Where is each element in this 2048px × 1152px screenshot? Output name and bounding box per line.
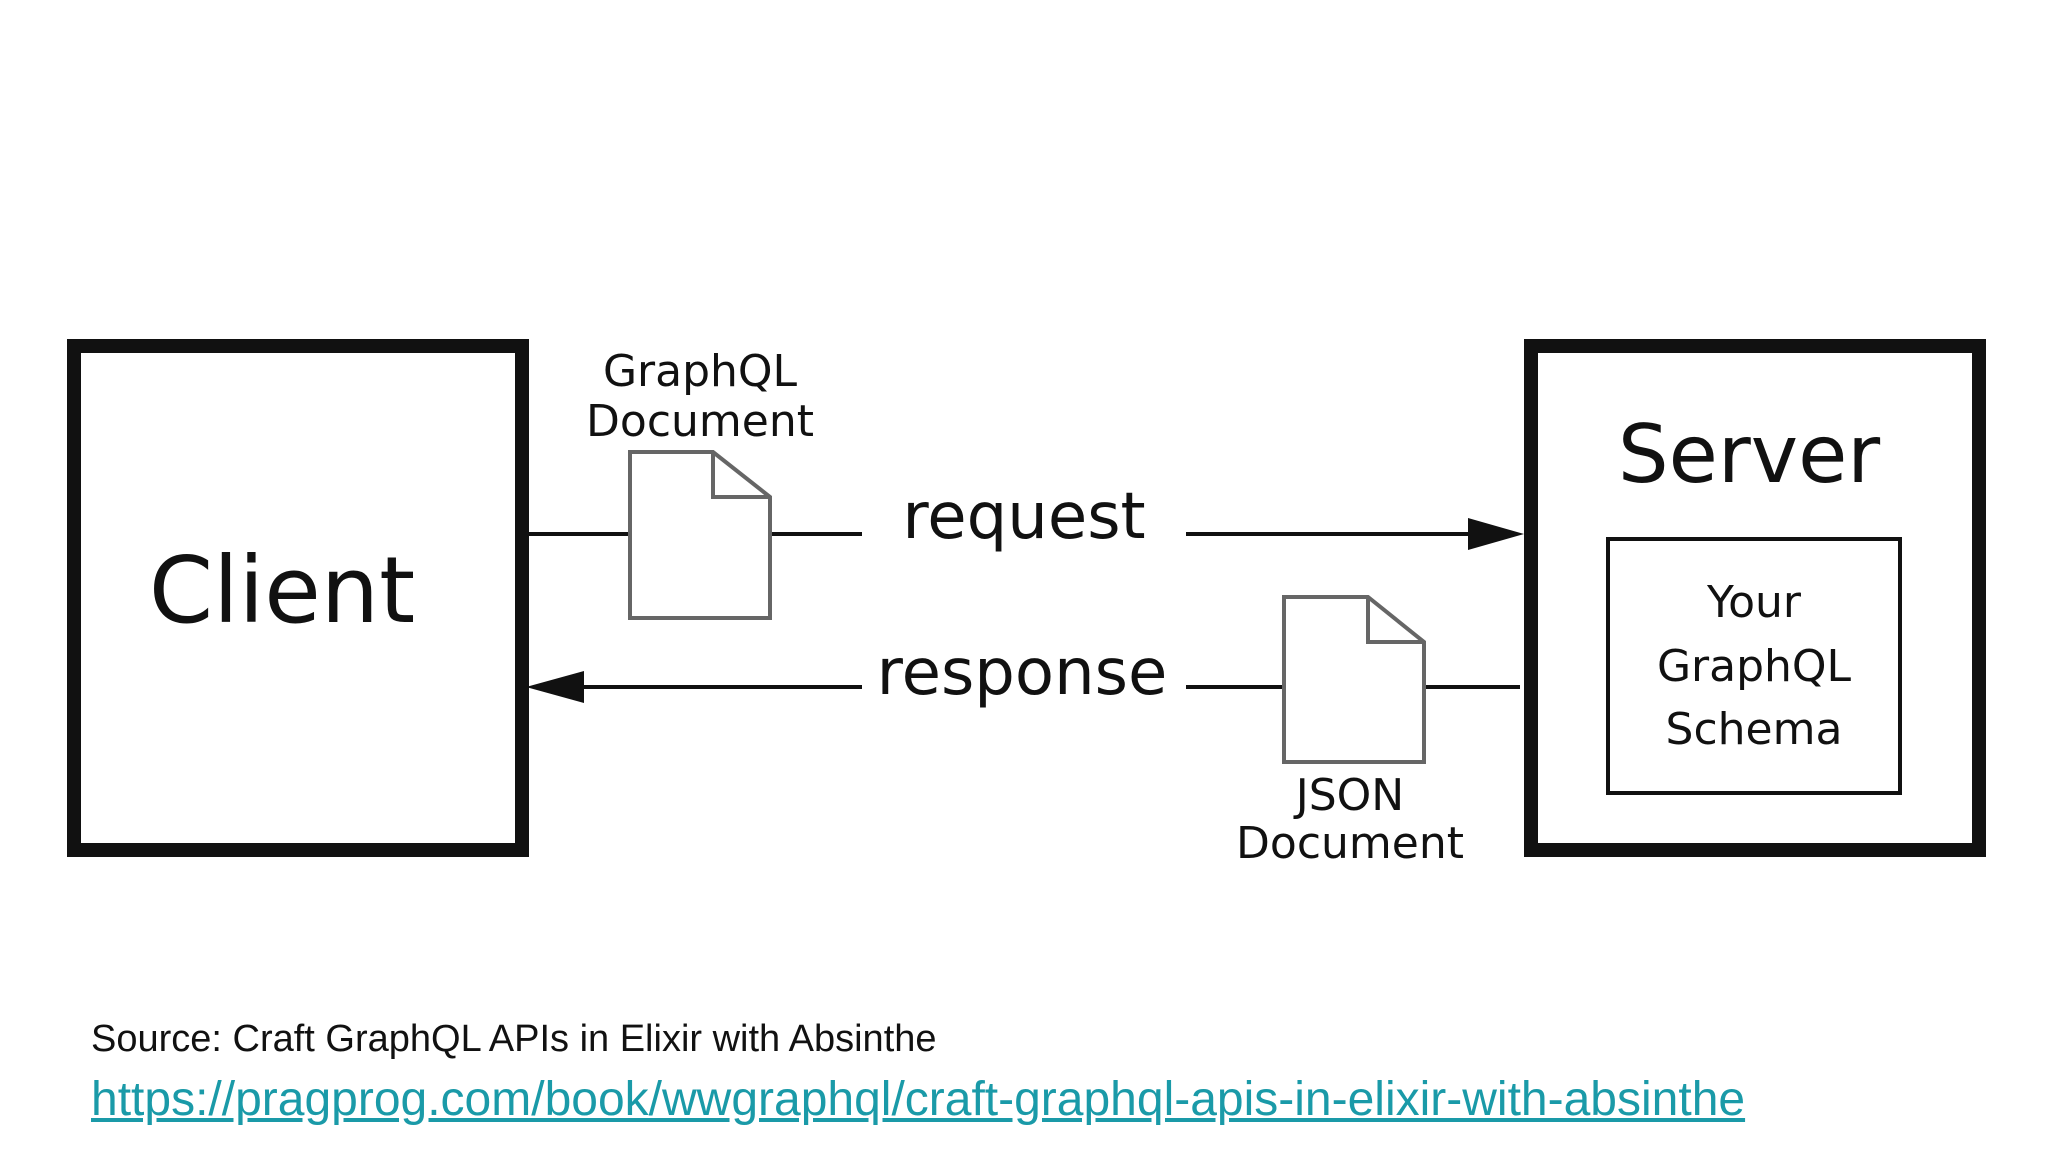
response-arrowhead <box>526 671 584 703</box>
schema-label-line1: Your <box>1706 577 1802 628</box>
json-document-label-line1: JSON <box>1293 770 1404 821</box>
client-box <box>67 339 529 857</box>
request-label: request <box>902 480 1145 554</box>
graphql-document-label-line1: GraphQL <box>603 346 798 397</box>
client-label: Client <box>149 537 415 644</box>
response-label: response <box>877 636 1168 710</box>
json-document-icon <box>1282 595 1426 764</box>
request-arrowhead <box>1468 518 1524 550</box>
schema-label-line3: Schema <box>1666 704 1843 755</box>
schema-label-line2: GraphQL <box>1657 641 1852 692</box>
schema-box <box>1606 537 1902 795</box>
source-link[interactable]: https://pragprog.com/book/wwgraphql/craf… <box>91 1073 1746 1126</box>
server-box <box>1524 339 1986 857</box>
server-label: Server <box>1618 408 1880 501</box>
graphql-document-label-line2: Document <box>586 396 814 447</box>
graphql-document-icon <box>628 450 772 620</box>
json-document-label-line2: Document <box>1236 818 1464 869</box>
source-citation: Source: Craft GraphQL APIs in Elixir wit… <box>91 1018 937 1060</box>
